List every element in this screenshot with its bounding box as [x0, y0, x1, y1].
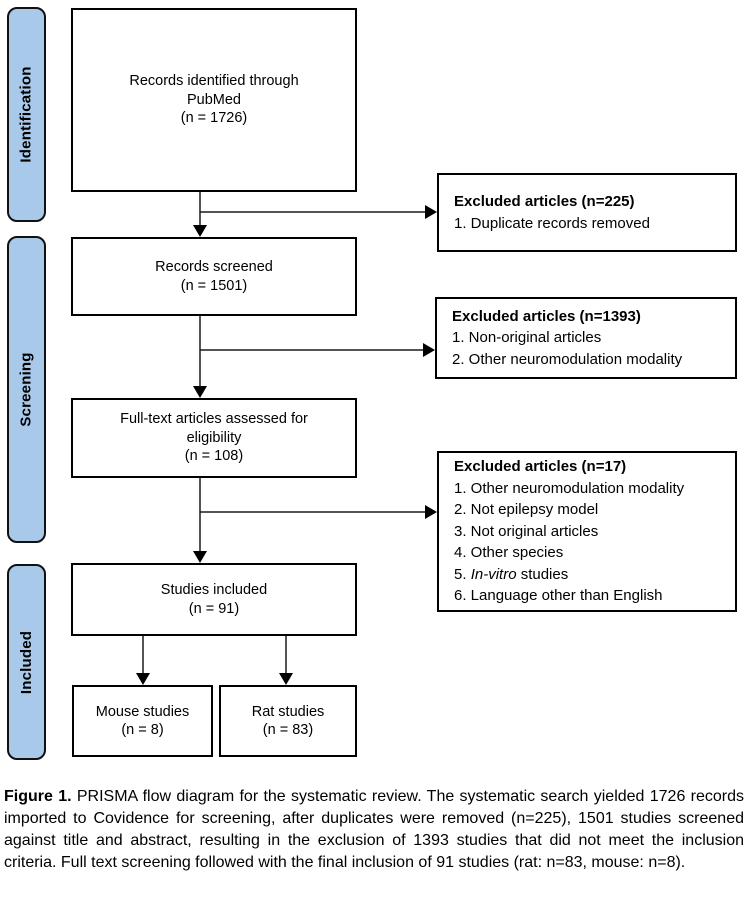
arrow-to-excluded-fulltext	[200, 505, 437, 519]
box-excluded-screening: Excluded articles (n=1393) 1. Non-origin…	[435, 297, 737, 379]
stage-included-label: Included	[18, 630, 35, 694]
stage-screening-label: Screening	[18, 352, 36, 427]
box-excluded-duplicates: Excluded articles (n=225) 1. Duplicate r…	[437, 173, 737, 252]
excluded-1-item: 1. Duplicate records removed	[454, 214, 650, 232]
stage-identification: Identification	[7, 7, 46, 222]
excluded-3-item: 3. Not original articles	[454, 522, 599, 540]
in-vitro-italic: In-vitro	[470, 565, 517, 583]
box-studies-included: Studies included (n = 91)	[71, 563, 357, 636]
excluded-2-title: Excluded articles (n=1393)	[452, 307, 641, 325]
stage-included: Included	[7, 564, 46, 760]
excluded-3-item: 4. Other species	[454, 544, 564, 562]
excluded-2-item: 1. Non-original articles	[452, 329, 602, 347]
excluded-3-item: 2. Not epilepsy model	[454, 501, 599, 519]
excluded-3-item: 6. Language other than English	[454, 587, 663, 605]
figure-caption-label: Figure 1.	[4, 788, 72, 805]
box-mouse-studies: Mouse studies (n = 8)	[72, 685, 213, 757]
arrow-included-to-rat	[279, 636, 293, 685]
excluded-1-title: Excluded articles (n=225)	[454, 193, 635, 210]
box-fulltext-assessed: Full-text articles assessed for eligibil…	[71, 398, 357, 478]
arrow-to-excluded-duplicates	[200, 205, 437, 219]
arrow-fulltext-to-included	[193, 478, 207, 563]
box-excluded-fulltext: Excluded articles (n=17) 1. Other neurom…	[437, 451, 737, 612]
box-records-screened: Records screened (n = 1501)	[71, 237, 357, 316]
excluded-3-item: 5. In-vitro studies	[454, 565, 569, 583]
arrow-to-excluded-screening	[200, 343, 435, 357]
figure-caption: Figure 1. PRISMA flow diagram for the sy…	[4, 786, 744, 874]
figure-caption-text: PRISMA flow diagram for the systematic r…	[4, 788, 745, 871]
arrow-included-to-mouse	[136, 636, 150, 685]
excluded-2-item: 2. Other neuromodulation modality	[452, 350, 683, 368]
excluded-3-item: 1. Other neuromodulation modality	[454, 479, 685, 497]
box-rat-studies: Rat studies (n = 83)	[219, 685, 357, 757]
stage-screening: Screening	[7, 236, 46, 543]
arrow-screened-to-fulltext	[193, 316, 207, 398]
box-records-identified: Records identified through PubMed (n = 1…	[71, 8, 357, 192]
arrow-identified-to-screened	[193, 192, 207, 237]
stage-identification-label: Identification	[18, 66, 36, 163]
excluded-3-title: Excluded articles (n=17)	[454, 458, 627, 476]
